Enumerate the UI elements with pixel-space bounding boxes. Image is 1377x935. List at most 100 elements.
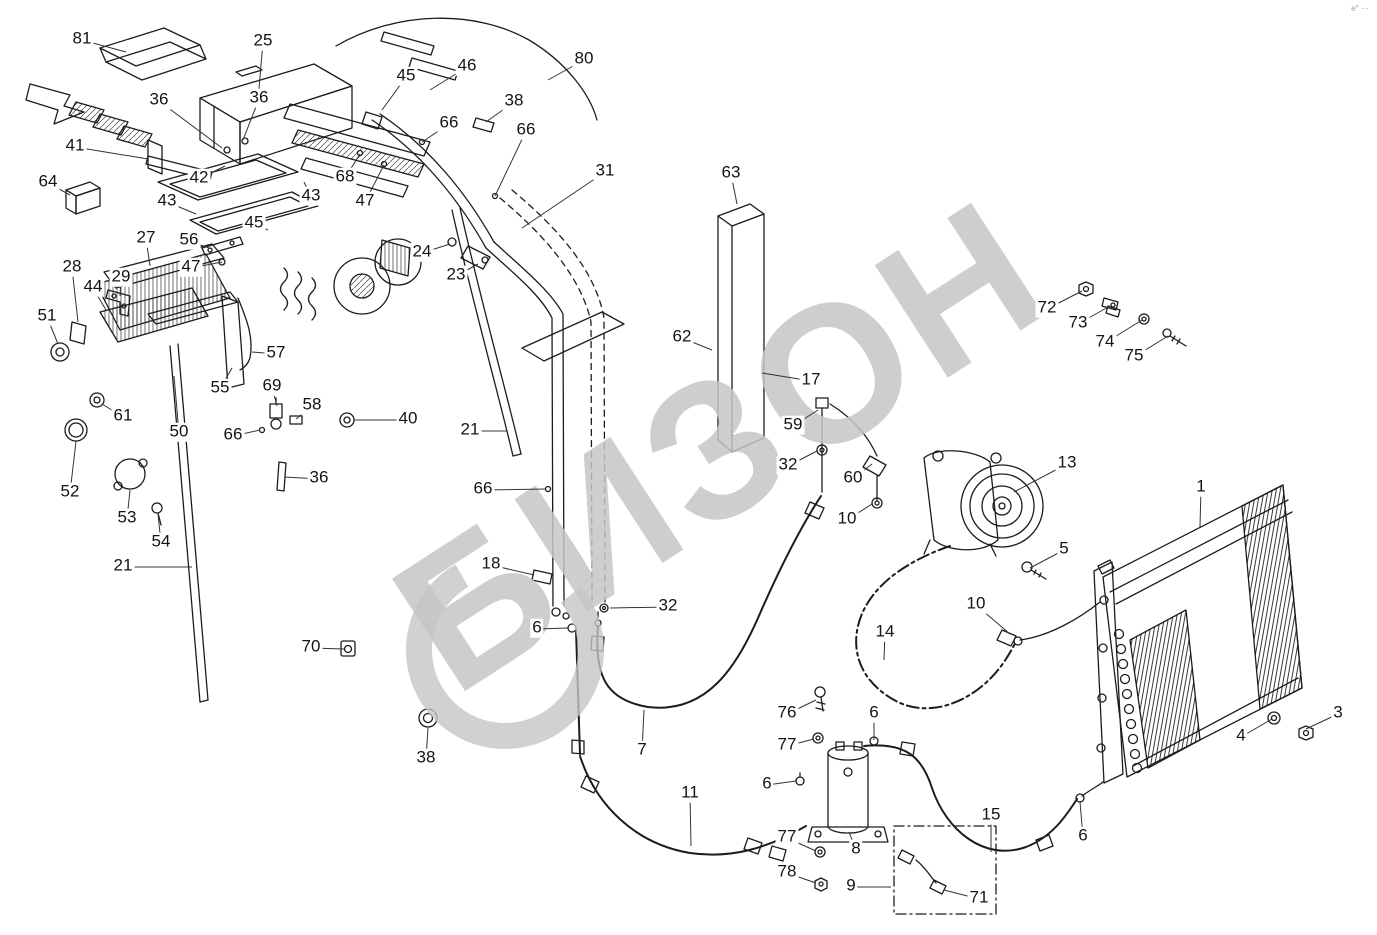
part-label-1: 1: [1194, 476, 1208, 497]
part-label-73: 73: [1066, 312, 1090, 333]
part-label-6: 6: [530, 617, 544, 638]
part-label-46: 46: [455, 55, 479, 76]
part-label-45: 45: [394, 65, 418, 86]
part-label-28: 28: [60, 256, 84, 277]
part-label-54: 54: [149, 531, 173, 552]
suction-fittings: [815, 397, 887, 509]
capillary-wire: [237, 297, 252, 371]
hose-15: [863, 744, 1078, 852]
condenser-coils: [1113, 628, 1143, 774]
ac-roof-lines: [361, 111, 625, 607]
part-label-58: 58: [300, 394, 324, 415]
direction-arrow-icon: [25, 83, 153, 148]
part-label-75: 75: [1122, 345, 1146, 366]
part-label-3: 3: [1331, 702, 1345, 723]
cover-plates: [99, 27, 207, 81]
part-label-74: 74: [1093, 331, 1117, 352]
part-label-71: 71: [967, 887, 991, 908]
corner-mark: e° ···: [1351, 4, 1369, 13]
part-label-21: 21: [458, 419, 482, 440]
part-label-80: 80: [572, 48, 596, 69]
part-label-7: 7: [635, 739, 649, 760]
frame-plates: [157, 153, 319, 266]
part-label-18: 18: [479, 553, 503, 574]
part-label-78: 78: [775, 861, 799, 882]
part-label-55: 55: [208, 377, 232, 398]
part-label-38: 38: [414, 747, 438, 768]
part-label-61: 61: [111, 405, 135, 426]
hose-14: [855, 545, 1017, 710]
part-label-36: 36: [147, 89, 171, 110]
part-label-69: 69: [260, 375, 284, 396]
condenser: [1093, 484, 1303, 784]
leader-line: [689, 793, 692, 847]
part-label-43: 43: [299, 185, 323, 206]
part-label-11: 11: [679, 782, 701, 803]
part-label-51: 51: [35, 305, 59, 326]
cab-pillar: [717, 203, 765, 453]
part-label-10: 10: [835, 508, 859, 529]
leader-line: [74, 146, 149, 160]
roof-plates: [283, 103, 431, 198]
wiring-kit-box: [893, 825, 997, 915]
part-label-40: 40: [396, 408, 420, 429]
part-label-10: 10: [964, 593, 988, 614]
part-label-9: 9: [844, 875, 858, 896]
part-label-57: 57: [264, 342, 288, 363]
part-label-27: 27: [134, 227, 158, 248]
part-label-5: 5: [1057, 538, 1071, 559]
part-label-31: 31: [593, 160, 617, 181]
part-label-13: 13: [1055, 452, 1079, 473]
part-label-15: 15: [979, 804, 1003, 825]
part-label-66: 66: [514, 119, 538, 140]
part-label-53: 53: [115, 507, 139, 528]
receiver-drier: [807, 736, 889, 843]
part-label-32: 32: [776, 454, 800, 475]
part-label-6: 6: [867, 702, 881, 723]
part-label-14: 14: [873, 621, 897, 642]
part-label-44: 44: [81, 276, 105, 297]
part-label-36: 36: [247, 87, 271, 108]
part-label-23: 23: [444, 264, 468, 285]
part-label-70: 70: [299, 636, 323, 657]
part-label-81: 81: [70, 28, 94, 49]
part-label-45: 45: [242, 212, 266, 233]
part-label-21: 21: [111, 555, 135, 576]
drier-fasteners: [812, 686, 828, 892]
part-label-66: 66: [471, 478, 495, 499]
part-label-47: 47: [179, 256, 203, 277]
condenser-hardware: [1021, 561, 1314, 741]
part-label-72: 72: [1035, 297, 1059, 318]
part-label-38: 38: [502, 90, 526, 111]
part-label-24: 24: [410, 241, 434, 262]
part-label-43: 43: [155, 190, 179, 211]
part-label-60: 60: [841, 467, 865, 488]
condenser-header: [1093, 561, 1124, 784]
part-label-32: 32: [656, 595, 680, 616]
hose-11: [579, 755, 807, 856]
part-label-4: 4: [1234, 725, 1248, 746]
part-label-68: 68: [333, 166, 357, 187]
hose-7: [596, 495, 822, 709]
part-label-41: 41: [63, 135, 87, 156]
part-label-66: 66: [221, 424, 245, 445]
springs: [279, 267, 317, 321]
leader-line: [494, 130, 527, 197]
part-label-6: 6: [1076, 825, 1090, 846]
part-label-50: 50: [167, 421, 191, 442]
part-label-62: 62: [670, 326, 694, 347]
part-label-63: 63: [719, 162, 743, 183]
expansion-valve: [258, 397, 303, 434]
part-label-56: 56: [177, 229, 201, 250]
mounting-bracket: [147, 291, 245, 389]
leader-line: [71, 267, 79, 323]
mounting-hardware: [1078, 281, 1187, 347]
part-label-42: 42: [187, 167, 211, 188]
part-label-6: 6: [760, 773, 774, 794]
part-label-77: 77: [775, 734, 799, 755]
part-label-59: 59: [781, 414, 805, 435]
part-label-66: 66: [437, 112, 461, 133]
